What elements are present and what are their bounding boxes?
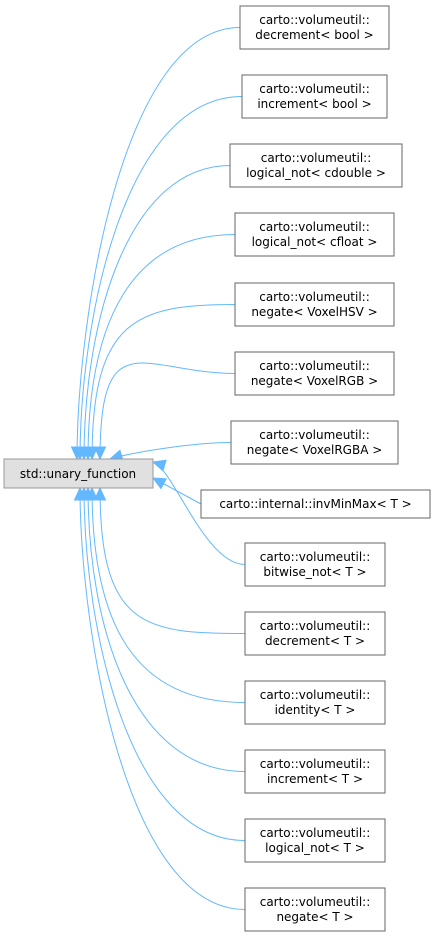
inheritance-arrowhead <box>85 446 99 461</box>
derived-class-name: bitwise_not< T > <box>263 565 366 579</box>
derived-class-name: carto::internal::invMinMax< T > <box>219 497 411 511</box>
derived-class-node[interactable]: carto::volumeutil::increment< bool > <box>241 74 388 119</box>
derived-class-namespace: carto::volumeutil:: <box>260 895 371 909</box>
derived-class-namespace: carto::volumeutil:: <box>259 290 370 304</box>
derived-class-node[interactable]: carto::volumeutil::logical_not< T > <box>244 818 386 863</box>
derived-class-node[interactable]: carto::volumeutil::decrement< T > <box>244 611 386 656</box>
derived-class-namespace: carto::volumeutil:: <box>260 688 371 702</box>
inheritance-edges <box>70 27 246 910</box>
derived-class-namespace: carto::volumeutil:: <box>259 82 370 96</box>
derived-class-namespace: carto::volumeutil:: <box>260 757 371 771</box>
inheritance-edge <box>109 442 232 460</box>
inheritance-edge <box>76 27 241 460</box>
derived-class-name: identity< T > <box>275 703 356 717</box>
derived-class-namespace: carto::volumeutil:: <box>260 826 371 840</box>
inheritance-edge <box>87 487 246 772</box>
derived-class-box <box>244 887 386 932</box>
derived-class-node[interactable]: carto::volumeutil::logical_not< cfloat > <box>234 212 395 257</box>
derived-class-box <box>244 611 386 656</box>
inheritance-arrowhead <box>73 486 87 501</box>
derived-class-nodes: carto::volumeutil::decrement< bool >cart… <box>200 5 431 932</box>
derived-class-box <box>229 143 403 188</box>
derived-class-box <box>234 282 395 327</box>
inheritance-arrowhead <box>93 446 107 461</box>
derived-class-name: logical_not< T > <box>265 841 365 855</box>
derived-class-name: negate< T > <box>276 910 353 924</box>
derived-class-name: negate< VoxelHSV > <box>251 305 377 319</box>
inheritance-edge <box>83 487 246 841</box>
inheritance-edge <box>99 487 246 634</box>
base-class-label: std::unary_function <box>20 467 136 481</box>
derived-class-box <box>234 351 395 396</box>
derived-class-name: logical_not< cfloat > <box>252 235 378 249</box>
derived-class-namespace: carto::volumeutil:: <box>261 151 372 165</box>
inheritance-arrowhead <box>151 477 167 490</box>
derived-class-box <box>244 749 386 794</box>
derived-class-node[interactable]: carto::volumeutil::identity< T > <box>244 680 386 725</box>
inheritance-edge <box>91 487 246 703</box>
derived-class-name: logical_not< cdouble > <box>246 166 386 180</box>
derived-class-node[interactable]: carto::internal::invMinMax< T > <box>200 489 431 519</box>
derived-class-node[interactable]: carto::volumeutil::increment< T > <box>244 749 386 794</box>
derived-class-namespace: carto::volumeutil:: <box>259 13 370 27</box>
inheritance-edge <box>99 362 236 460</box>
derived-class-box <box>244 680 386 725</box>
derived-class-name: negate< VoxelRGBA > <box>247 443 383 457</box>
derived-class-node[interactable]: carto::volumeutil::negate< VoxelRGB > <box>234 351 395 396</box>
base-class-node[interactable]: std::unary_function <box>3 458 154 489</box>
derived-class-namespace: carto::volumeutil:: <box>260 550 371 564</box>
derived-class-namespace: carto::volumeutil:: <box>259 220 370 234</box>
derived-class-box <box>230 420 399 465</box>
inheritance-arrowhead <box>93 486 107 501</box>
derived-class-namespace: carto::volumeutil:: <box>259 428 370 442</box>
inheritance-edge <box>79 96 243 460</box>
derived-class-box <box>200 489 431 519</box>
derived-class-name: decrement< bool > <box>255 28 373 42</box>
derived-class-box <box>239 5 390 50</box>
derived-class-node[interactable]: carto::volumeutil::bitwise_not< T > <box>244 542 386 587</box>
inheritance-arrowhead <box>151 459 167 472</box>
derived-class-box <box>244 542 386 587</box>
derived-class-box <box>244 818 386 863</box>
derived-class-name: negate< VoxelRGB > <box>251 374 378 388</box>
derived-class-box <box>234 212 395 257</box>
derived-class-name: increment< T > <box>267 772 363 786</box>
inheritance-edge <box>83 165 231 460</box>
inheritance-edge <box>91 304 236 460</box>
inheritance-edge <box>79 487 246 910</box>
derived-class-node[interactable]: carto::volumeutil::logical_not< cdouble … <box>229 143 403 188</box>
derived-class-node[interactable]: carto::volumeutil::negate< VoxelHSV > <box>234 282 395 327</box>
derived-class-name: increment< bool > <box>257 97 371 111</box>
derived-class-namespace: carto::volumeutil:: <box>260 619 371 633</box>
derived-class-node[interactable]: carto::volumeutil::negate< VoxelRGBA > <box>230 420 399 465</box>
derived-class-name: decrement< T > <box>265 634 365 648</box>
derived-class-node[interactable]: carto::volumeutil::negate< T > <box>244 887 386 932</box>
base-class-box <box>3 458 154 489</box>
derived-class-node[interactable]: carto::volumeutil::decrement< bool > <box>239 5 390 50</box>
derived-class-namespace: carto::volumeutil:: <box>259 359 370 373</box>
inheritance-edge <box>87 234 236 460</box>
derived-class-box <box>241 74 388 119</box>
